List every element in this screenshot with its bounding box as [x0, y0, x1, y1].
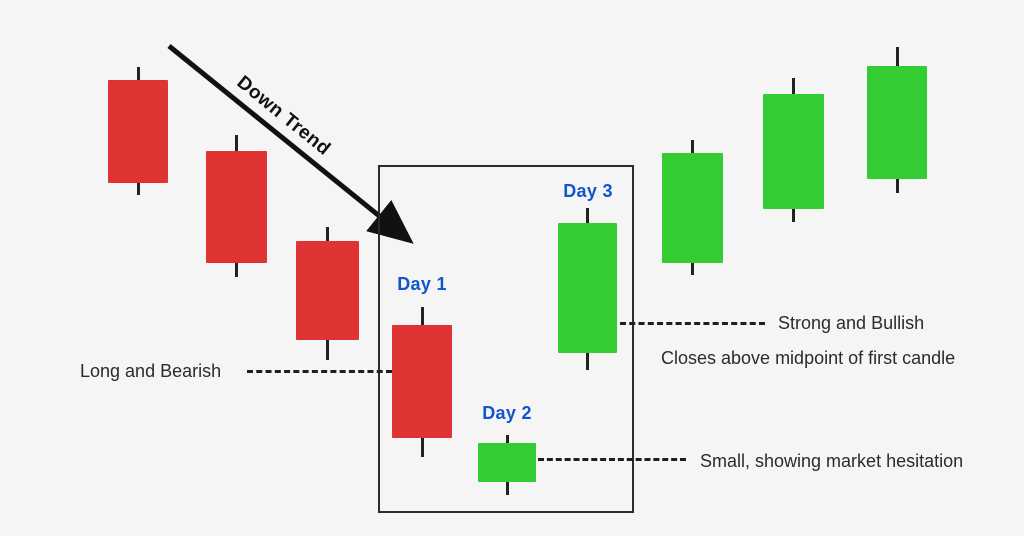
- annotation-long-bearish: Long and Bearish: [80, 361, 222, 381]
- annotation-strong-bullish: Strong and Bullish: [778, 313, 925, 333]
- downtrend-candle-3-body: [296, 241, 359, 340]
- day3-candle-body: [558, 223, 617, 353]
- downtrend-label: Down Trend: [232, 72, 335, 160]
- annotation-closes-above: Closes above midpoint of first candle: [661, 348, 956, 368]
- pattern-box: [378, 165, 634, 513]
- day2-label: Day 2: [482, 403, 532, 423]
- connector-strong-bullish: [620, 322, 765, 325]
- day2-candle-body: [478, 443, 536, 482]
- downtrend-candle-2-body: [206, 151, 267, 263]
- annotation-small-hesitation: Small, showing market hesitation: [700, 451, 964, 471]
- day1-candle-body: [392, 325, 452, 438]
- day3-label: Day 3: [563, 181, 613, 201]
- uptrend-candle-3-body: [867, 66, 927, 179]
- uptrend-candle-2-body: [763, 94, 824, 209]
- connector-small-hesitation: [538, 458, 686, 461]
- day1-label: Day 1: [397, 274, 447, 294]
- connector-long-bearish: [247, 370, 392, 373]
- uptrend-candle-1-body: [662, 153, 723, 263]
- downtrend-candle-1-body: [108, 80, 168, 183]
